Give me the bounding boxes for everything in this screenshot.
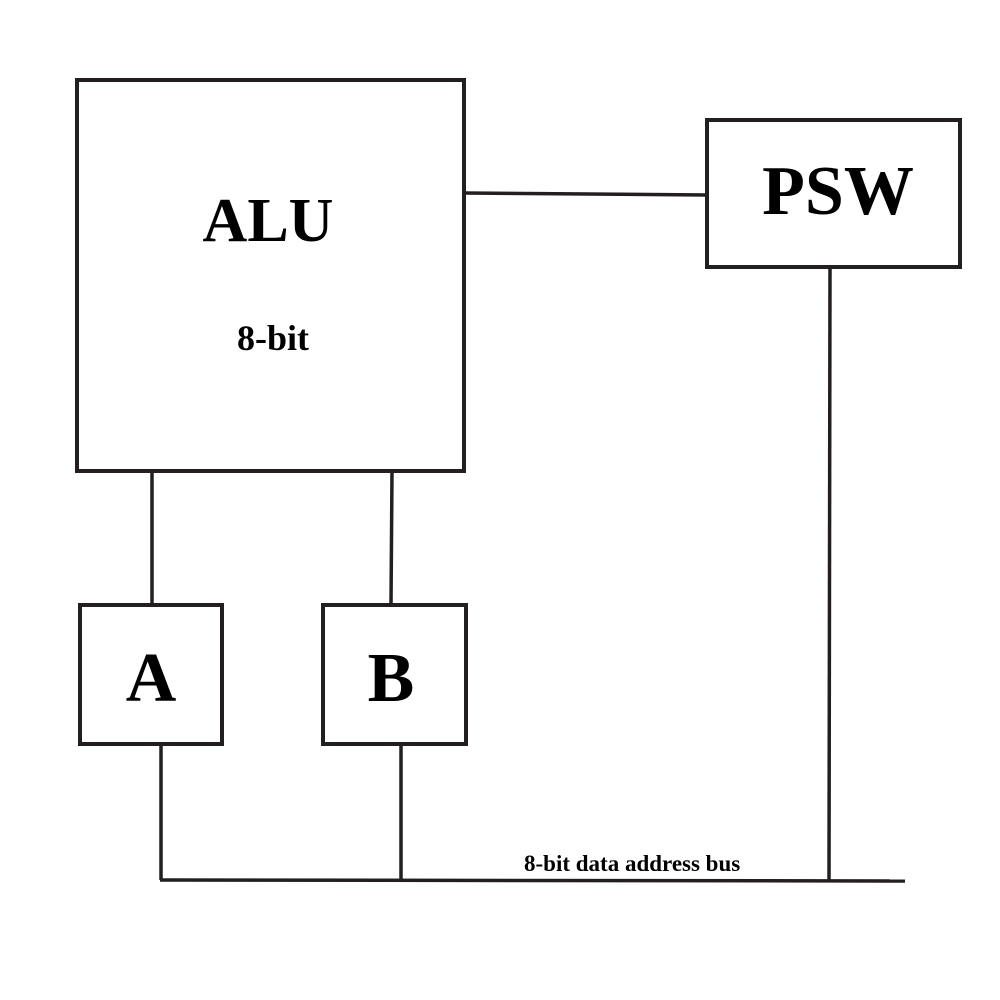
bus-label: 8-bit data address bus bbox=[524, 851, 740, 876]
wire-alu-to-b bbox=[389, 471, 394, 606]
psw-block: PSW bbox=[705, 118, 962, 269]
alu-title: ALU bbox=[203, 187, 334, 255]
register-a-block: A bbox=[78, 603, 224, 746]
register-a-title: A bbox=[126, 640, 177, 717]
register-a-box bbox=[78, 603, 224, 746]
psw-box bbox=[705, 118, 962, 269]
alu-subtitle: 8-bit bbox=[237, 318, 309, 358]
psw-title: PSW bbox=[762, 153, 914, 230]
data-address-bus-line bbox=[159, 878, 906, 883]
alu-box bbox=[75, 78, 466, 473]
register-b-box bbox=[321, 603, 468, 746]
wire-alu-to-psw bbox=[463, 191, 708, 197]
register-b-title: B bbox=[368, 640, 415, 717]
alu-block: ALU 8-bit bbox=[75, 78, 466, 473]
register-b-block: B bbox=[321, 603, 468, 746]
wire-psw-to-bus bbox=[827, 265, 832, 881]
